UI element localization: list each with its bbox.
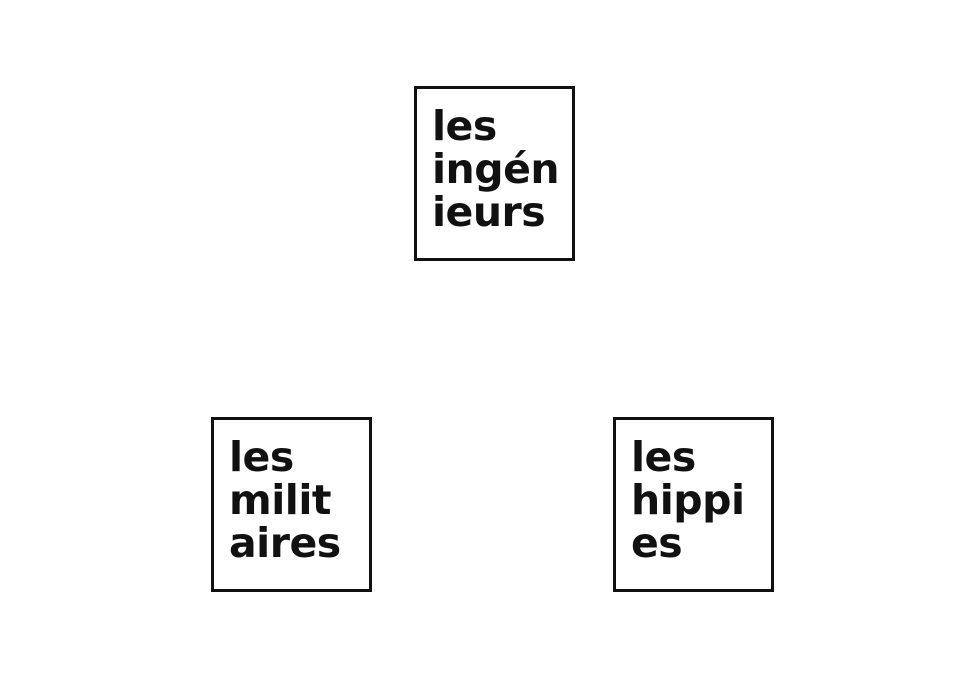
node-les-hippies: les hippi es xyxy=(613,417,774,592)
node-label-line: les xyxy=(631,433,696,481)
node-les-ingenieurs: les ingén ieurs xyxy=(414,86,575,261)
node-label-line: ieurs xyxy=(432,188,546,236)
node-label-line: aires xyxy=(229,519,341,567)
node-label-line: les xyxy=(229,433,294,481)
node-label-line: es xyxy=(631,519,683,567)
node-les-militaires: les milit aires xyxy=(211,417,372,592)
node-label-line: hippi xyxy=(631,476,745,524)
node-label-line: les xyxy=(432,102,497,150)
node-label-line: ingén xyxy=(432,145,560,193)
node-label-line: milit xyxy=(229,476,331,524)
